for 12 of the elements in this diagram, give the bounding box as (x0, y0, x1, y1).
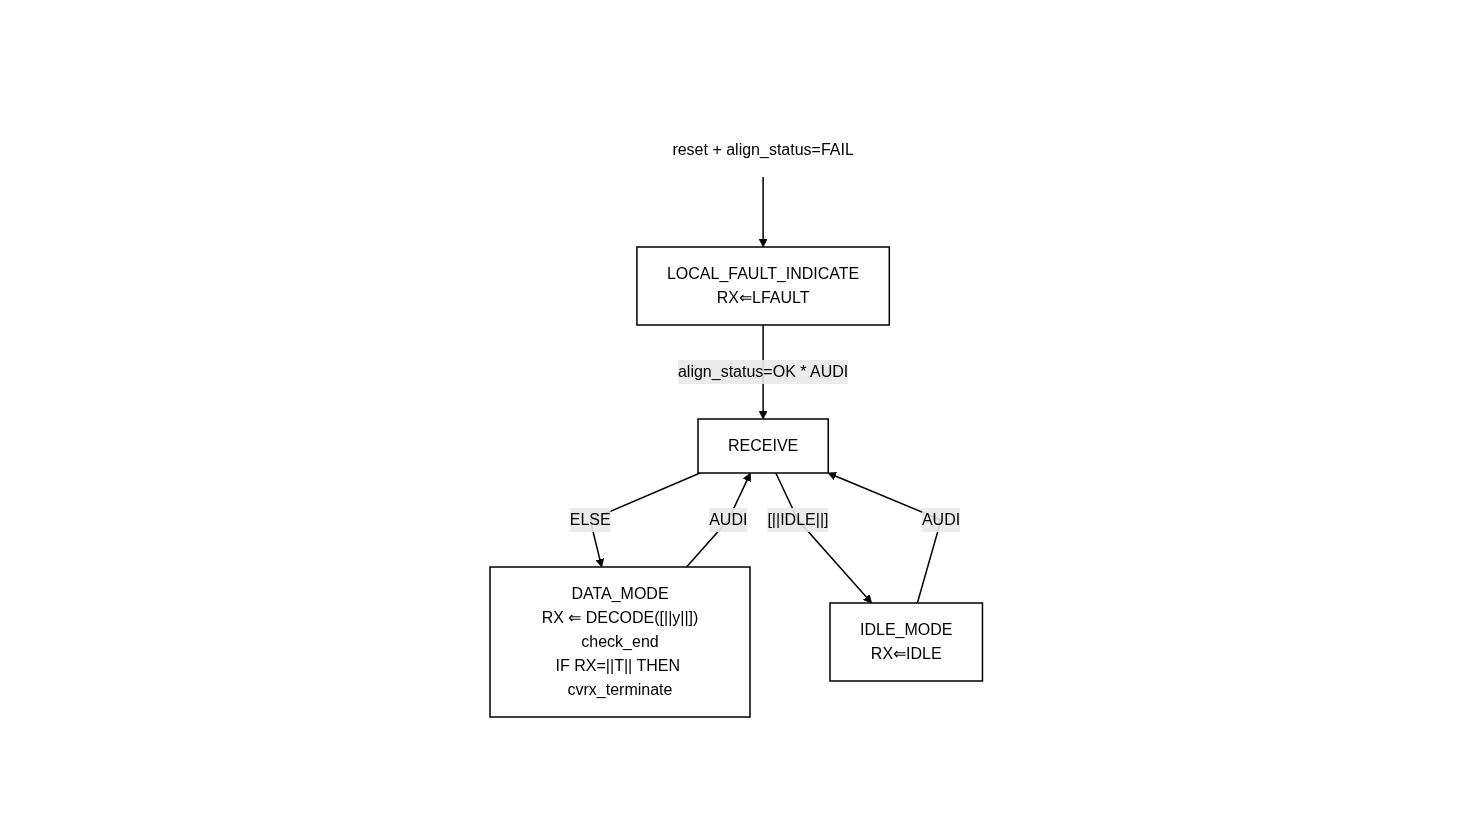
arrow (685, 472, 751, 568)
node-box: IDLE_MODE RX⇐IDLE (829, 602, 983, 682)
node-box: LOCAL_FAULT_INDICATE RX⇐LFAULT (635, 246, 890, 326)
edge-label: ELSE (569, 511, 611, 528)
edge-label: AUDI (708, 511, 748, 528)
node-box: DATA_MODE RX ⇐ DECODE([||y||]) check_end IF RX=||T|| THEN cvrx_terminate (489, 566, 751, 718)
arrow (758, 176, 768, 248)
edge-label: [||IDLE||] (767, 511, 829, 528)
edge-label: align_status=OK * AUDI (677, 363, 849, 380)
node-text: reset + align_status=FAIL (672, 141, 854, 158)
node-box: RECEIVE (697, 418, 829, 474)
edge-label: AUDI (921, 511, 960, 528)
